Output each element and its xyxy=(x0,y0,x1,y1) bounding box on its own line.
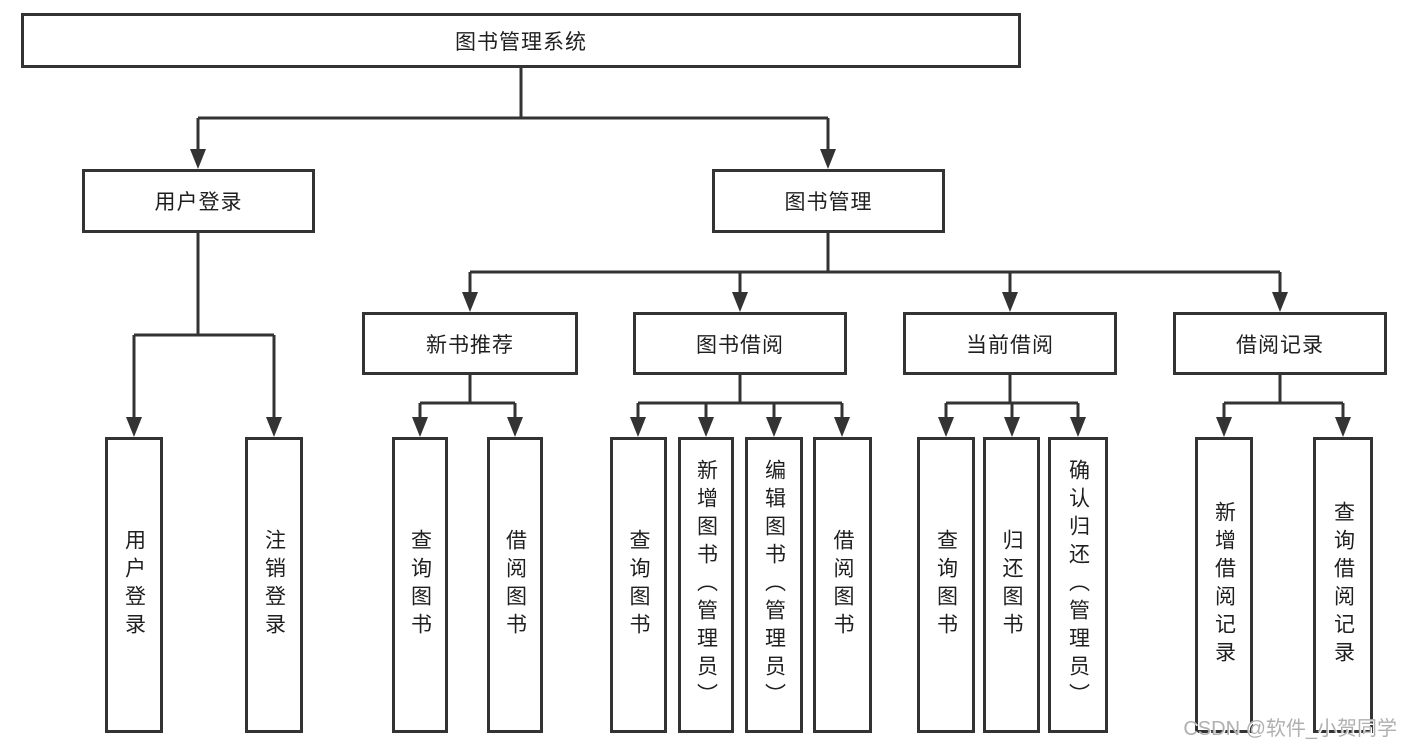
node-label: 借阅图书 xyxy=(831,529,854,641)
node-label: 归还图书 xyxy=(1000,529,1023,641)
node-user-login: 用户登录 xyxy=(82,169,315,233)
node-borrowing-records: 借阅记录 xyxy=(1173,312,1387,375)
node-label: 图书借阅 xyxy=(696,333,784,357)
leaf-borrow-books: 借阅图书 xyxy=(813,437,872,733)
leaf-return-books: 归还图书 xyxy=(983,437,1040,733)
leaf-query-books-recommend: 查询图书 xyxy=(392,437,448,733)
leaf-query-borrow-record: 查询借阅记录 xyxy=(1313,437,1373,733)
node-label: 确认归还（管理员） xyxy=(1066,459,1090,711)
leaf-add-books-admin: 新增图书（管理员） xyxy=(678,437,734,733)
node-label: 借阅图书 xyxy=(503,529,527,641)
node-label: 查询图书 xyxy=(408,529,432,641)
csdn-watermark: CSDN @软件_小贺同学 xyxy=(1183,718,1397,740)
node-current-borrowing: 当前借阅 xyxy=(903,312,1117,375)
node-book-management: 图书管理 xyxy=(712,169,945,233)
node-label: 借阅记录 xyxy=(1236,333,1324,357)
node-label: 查询图书 xyxy=(934,529,958,641)
node-system-root: 图书管理系统 xyxy=(21,13,1021,68)
node-label: 新增图书（管理员） xyxy=(694,459,718,711)
node-label: 图书管理系统 xyxy=(455,30,587,54)
leaf-query-books-borrowing: 查询图书 xyxy=(610,437,667,733)
leaf-edit-books-admin: 编辑图书（管理员） xyxy=(745,437,803,733)
leaf-query-books-current: 查询图书 xyxy=(917,437,975,733)
node-label: 用户登录 xyxy=(122,529,146,641)
node-label: 用户登录 xyxy=(154,191,243,214)
leaf-user-login: 用户登录 xyxy=(105,437,163,733)
node-label: 编辑图书（管理员） xyxy=(762,459,786,711)
node-label: 新书推荐 xyxy=(426,333,514,357)
leaf-borrow-books-recommend: 借阅图书 xyxy=(487,437,543,733)
node-label: 查询借阅记录 xyxy=(1331,501,1355,669)
leaf-confirm-return-admin: 确认归还（管理员） xyxy=(1048,437,1108,733)
leaf-add-borrow-record: 新增借阅记录 xyxy=(1195,437,1253,733)
node-label: 查询图书 xyxy=(627,529,650,641)
leaf-logout: 注销登录 xyxy=(245,437,303,733)
node-label: 新增借阅记录 xyxy=(1212,501,1236,669)
node-book-borrowing: 图书借阅 xyxy=(633,312,847,375)
node-new-book-recommend: 新书推荐 xyxy=(362,312,578,375)
node-label: 注销登录 xyxy=(262,529,286,641)
node-label: 图书管理 xyxy=(784,191,873,214)
node-label: 当前借阅 xyxy=(966,333,1054,357)
